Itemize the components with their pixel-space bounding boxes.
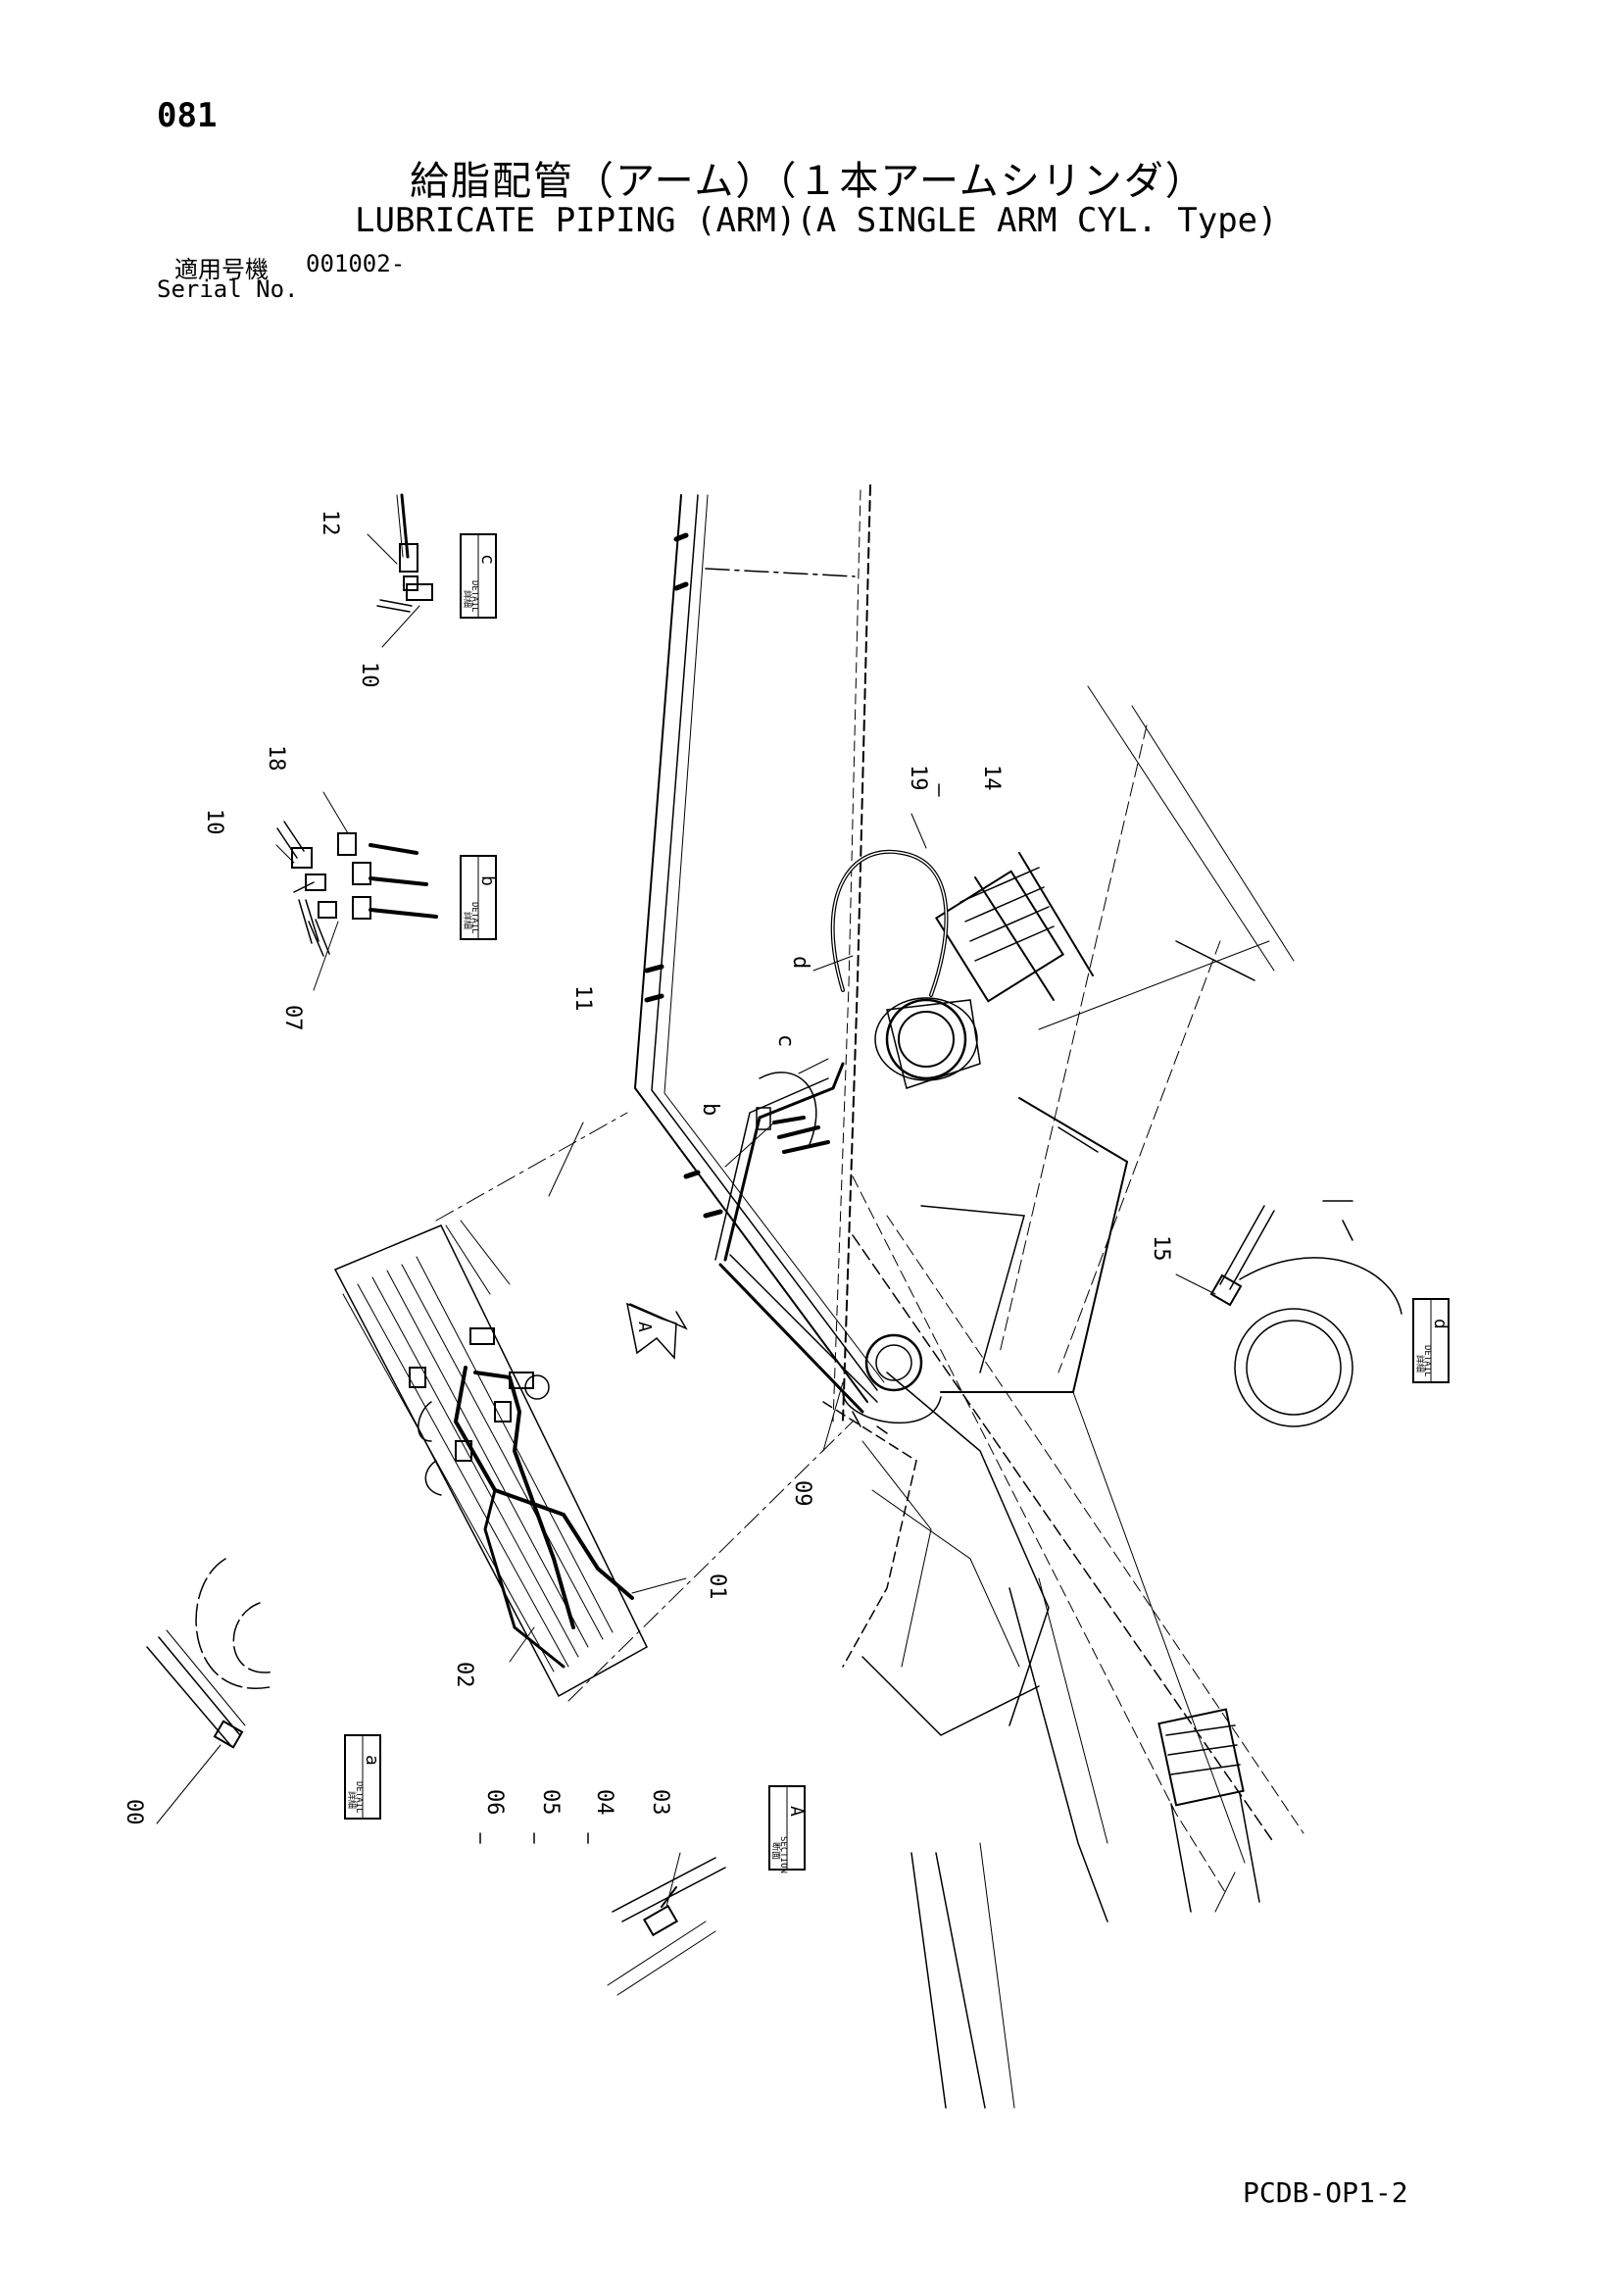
callout-00: 00 [122,1799,146,1825]
boom-body [910,1852,947,2109]
svg-text:DETAIL: DETAIL [469,902,479,934]
title-english: LUBRICATE PIPING (ARM)(A SINGLE ARM CYL.… [355,201,1278,240]
callout-01: 01 [705,1573,729,1600]
detail-c-view [367,493,433,648]
detail-b-view [275,791,438,991]
callout-11: 11 [570,985,595,1012]
callout-10-detail-c: 10 [357,662,381,688]
callout-06: 06 [482,1789,507,1816]
svg-text:a: a [362,1755,382,1766]
serial-label-japanese: 適用号機 [174,256,269,283]
callout-14: 14 [979,765,1004,791]
callout-leaders [509,813,927,1663]
svg-text:詳細: 詳細 [1414,1355,1426,1373]
detail-tag-a: 詳細 DETAIL a [344,1734,382,1820]
ref-letter-b: b [698,1103,722,1116]
arm-structure [633,484,1304,2109]
callout-07: 07 [280,1005,305,1031]
title-japanese: 給脂配管（アーム）（１本アームシリンダ） [410,159,1206,204]
arm-top-plate [633,494,868,1403]
callout-03: 03 [648,1789,672,1816]
callout-19: 19 [906,765,930,791]
svg-text:SECTION: SECTION [778,1836,788,1873]
arm-pin-boss [842,1333,942,1434]
detail-a-view [146,1558,275,1824]
svg-text:DETAIL: DETAIL [469,580,479,613]
svg-text:d: d [1430,1319,1451,1329]
ref-letter-c: c [773,1034,798,1047]
svg-text:詳細: 詳細 [462,590,473,608]
arm-cylinder-upper [874,852,1094,1089]
callout-05: 05 [538,1789,563,1816]
view-a-arrow [625,1302,688,1360]
callout-numbers: 12 10 18 10 07 11 19 14 15 09 01 02 00 0… [122,510,1173,1825]
section-a-view [333,1112,854,1702]
serial-label-english: Serial No. [157,275,299,303]
callout-12: 12 [318,510,342,536]
detail-tag-b: 詳細 DETAIL b [460,855,498,940]
svg-text:DETAIL: DETAIL [354,1781,364,1814]
svg-text:詳細: 詳細 [346,1791,358,1809]
callout-18: 18 [264,745,288,772]
callout-15: 15 [1149,1235,1173,1262]
svg-text:b: b [477,875,498,886]
page-number: 081 [157,96,218,135]
arm-cylinder-lower [1157,1708,1260,1913]
section-a-bottom-sketch [607,1852,726,1996]
serial-number-value: 001002- [306,250,406,277]
svg-text:詳細: 詳細 [462,912,473,929]
callout-10-detail-b: 10 [202,809,226,835]
ref-letter-d: d [788,956,812,969]
view-arrow-label-a: A [634,1322,655,1332]
section-tag-a: 断面 SECTION A [768,1785,807,1873]
detail-tag-c: 詳細 DETAIL c [460,533,498,619]
pipe-11 [723,1062,845,1262]
arm-hidden-line [842,484,871,1423]
callout-04: 04 [592,1789,616,1816]
grease-hoses [644,532,949,1414]
document-code: PCDB-OP1-2 [1243,2176,1408,2209]
detail-d-view [1175,1200,1402,1427]
svg-text:DETAIL: DETAIL [1422,1345,1432,1377]
svg-text:A: A [786,1806,807,1817]
svg-text:c: c [477,554,498,565]
callout-02: 02 [452,1662,476,1688]
callout-09: 09 [790,1480,814,1507]
svg-text:断面: 断面 [770,1842,782,1860]
detail-tag-d: 詳細 DETAIL d [1412,1298,1451,1383]
